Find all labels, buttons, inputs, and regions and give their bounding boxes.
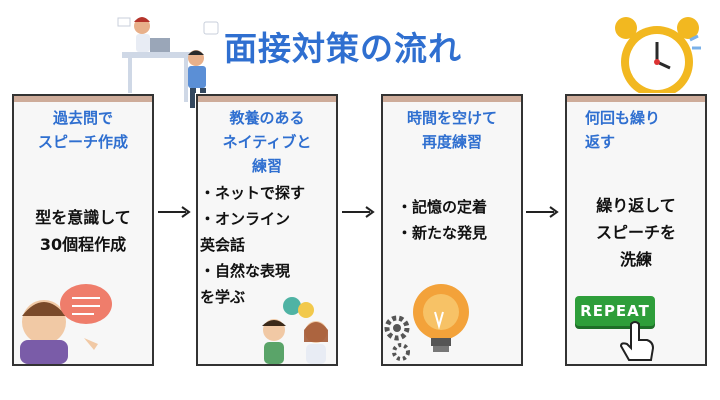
step-3-bullet-list: ・記憶の定着 ・新たな発見 [397, 194, 519, 246]
step-4-heading: 何回も繰り 返す [585, 109, 661, 151]
step-4-card: 何回も繰り 返す 繰り返して スピーチを 洗練 REPEAT [565, 94, 707, 366]
arrow-right-icon [342, 206, 375, 218]
alarm-clock-illustration [615, 17, 701, 104]
step-2-bullet-list: ・ネットで探す ・オンライン 英会話 ・自然な表現 を学ぶ [200, 180, 334, 310]
step-2-bullet: ・自然な表現 [200, 262, 291, 280]
step-2-bullet: 英会話 [200, 236, 246, 254]
step-1-card: 過去問で スピーチ作成 型を意識して 30個程作成 [12, 94, 154, 366]
page-title: 面接対策の流れ [224, 29, 462, 68]
step-2-heading: 教養のある ネイティブと 練習 [222, 109, 312, 175]
step-2-bullet: ・ネットで探す [200, 184, 306, 202]
step-3-bullet: ・記憶の定着 [397, 198, 488, 216]
step-2-bullet: を学ぶ [200, 288, 246, 306]
step-3-bullet: ・新たな発見 [397, 224, 488, 242]
step-2-bullet: ・オンライン [200, 210, 291, 228]
arrow-right-icon [158, 206, 191, 218]
step-2-card: 教養のある ネイティブと 練習 ・ネットで探す ・オンライン 英会話 ・自然な表… [196, 94, 338, 366]
step-3-heading: 時間を空けて 再度練習 [406, 109, 497, 151]
step-1-body: 型を意識して 30個程作成 [35, 208, 131, 254]
speaking-person-illustration [20, 284, 112, 364]
pointing-hand-icon [619, 321, 655, 361]
step-4-body: 繰り返して スピーチを 洗練 [595, 196, 676, 269]
arrow-right-icon [526, 206, 559, 218]
step-1-heading: 過去問で スピーチ作成 [37, 109, 128, 151]
repeat-button[interactable]: REPEAT [575, 296, 655, 326]
conversation-people-illustration [262, 297, 328, 364]
lightbulb-gears-illustration [384, 284, 469, 361]
step-3-card: 時間を空けて 再度練習 ・記憶の定着 ・新たな発見 [381, 94, 523, 366]
